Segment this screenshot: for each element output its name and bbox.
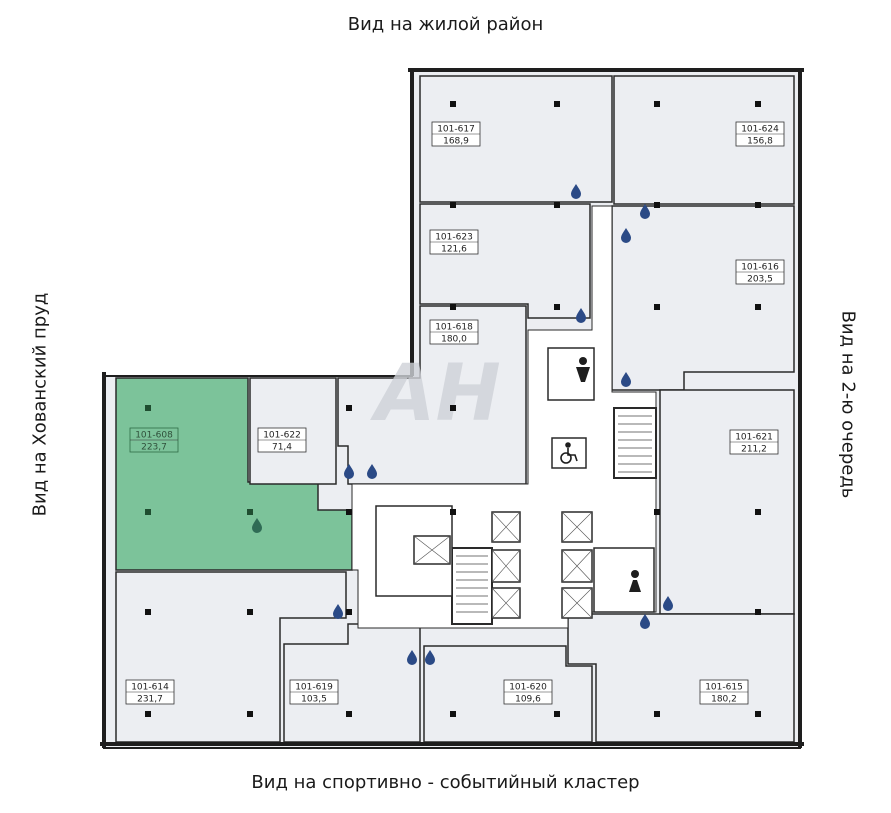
room-101-621[interactable] [659,389,795,615]
unit-area: 223,7 [141,443,167,453]
unit-id: 101-618 [435,323,473,333]
unit-id: 101-616 [741,263,779,273]
room-101-608[interactable] [115,377,353,571]
wc-block-bottom [593,547,655,613]
unit-tag-101-616[interactable]: 101-616 203,5 [735,259,785,285]
unit-id: 101-624 [741,125,779,135]
unit-area: 231,7 [137,695,163,705]
unit-id: 101-614 [131,683,169,693]
unit-tag-101-619[interactable]: 101-619 103,5 [289,679,339,705]
unit-area: 211,2 [741,445,767,455]
unit-tag-101-608[interactable]: 101-608 223,7 [129,427,179,453]
stair-center [451,547,493,625]
unit-tag-101-621[interactable]: 101-621 211,2 [729,429,779,455]
unit-area: 103,5 [301,695,327,705]
room-101-615[interactable] [567,613,795,743]
unit-area: 71,4 [272,443,292,453]
unit-tag-101-617[interactable]: 101-617 168,9 [431,121,481,147]
unit-id: 101-617 [437,125,475,135]
stair-icon [456,415,652,613]
wc-female-icon [629,570,641,592]
column-icon [145,101,761,717]
wc-male-icon [576,357,590,382]
unit-id: 101-620 [509,683,547,693]
unit-area: 180,2 [711,695,737,705]
unit-id: 101-615 [705,683,743,693]
view-label-top: Вид на жилой район [347,14,544,35]
unit-tag-101-614[interactable]: 101-614 231,7 [125,679,175,705]
unit-area: 168,9 [443,137,469,147]
unit-tag-101-622[interactable]: 101-622 71,4 [257,427,307,453]
unit-area: 121,6 [441,245,467,255]
unit-id: 101-619 [295,683,333,693]
wheelchair-icon [560,442,578,464]
unit-area: 203,5 [747,275,773,285]
water-drop-icon [333,184,673,665]
room-101-618[interactable] [337,305,527,485]
room-101-616[interactable] [611,205,795,391]
unit-area: 180,0 [441,335,467,345]
view-label-bottom: Вид на спортивно - событийный кластер [251,772,640,793]
unit-id: 101-622 [263,431,301,441]
unit-id: 101-623 [435,233,473,243]
unit-id: 101-621 [735,433,773,443]
room-101-623[interactable] [419,203,591,319]
unit-tag-101-615[interactable]: 101-615 180,2 [699,679,749,705]
water-drop-icon [252,518,262,533]
unit-tag-101-618[interactable]: 101-618 180,0 [429,319,479,345]
watermark-logo: AH [369,349,501,439]
outer-wall [100,68,804,748]
stair-right [613,407,657,479]
unit-id: 101-608 [135,431,173,441]
unit-area: 109,6 [515,695,541,705]
unit-tag-101-623[interactable]: 101-623 121,6 [429,229,479,255]
unit-area: 156,8 [747,137,773,147]
unit-tag-101-624[interactable]: 101-624 156,8 [735,121,785,147]
unit-tag-101-620[interactable]: 101-620 109,6 [503,679,553,705]
